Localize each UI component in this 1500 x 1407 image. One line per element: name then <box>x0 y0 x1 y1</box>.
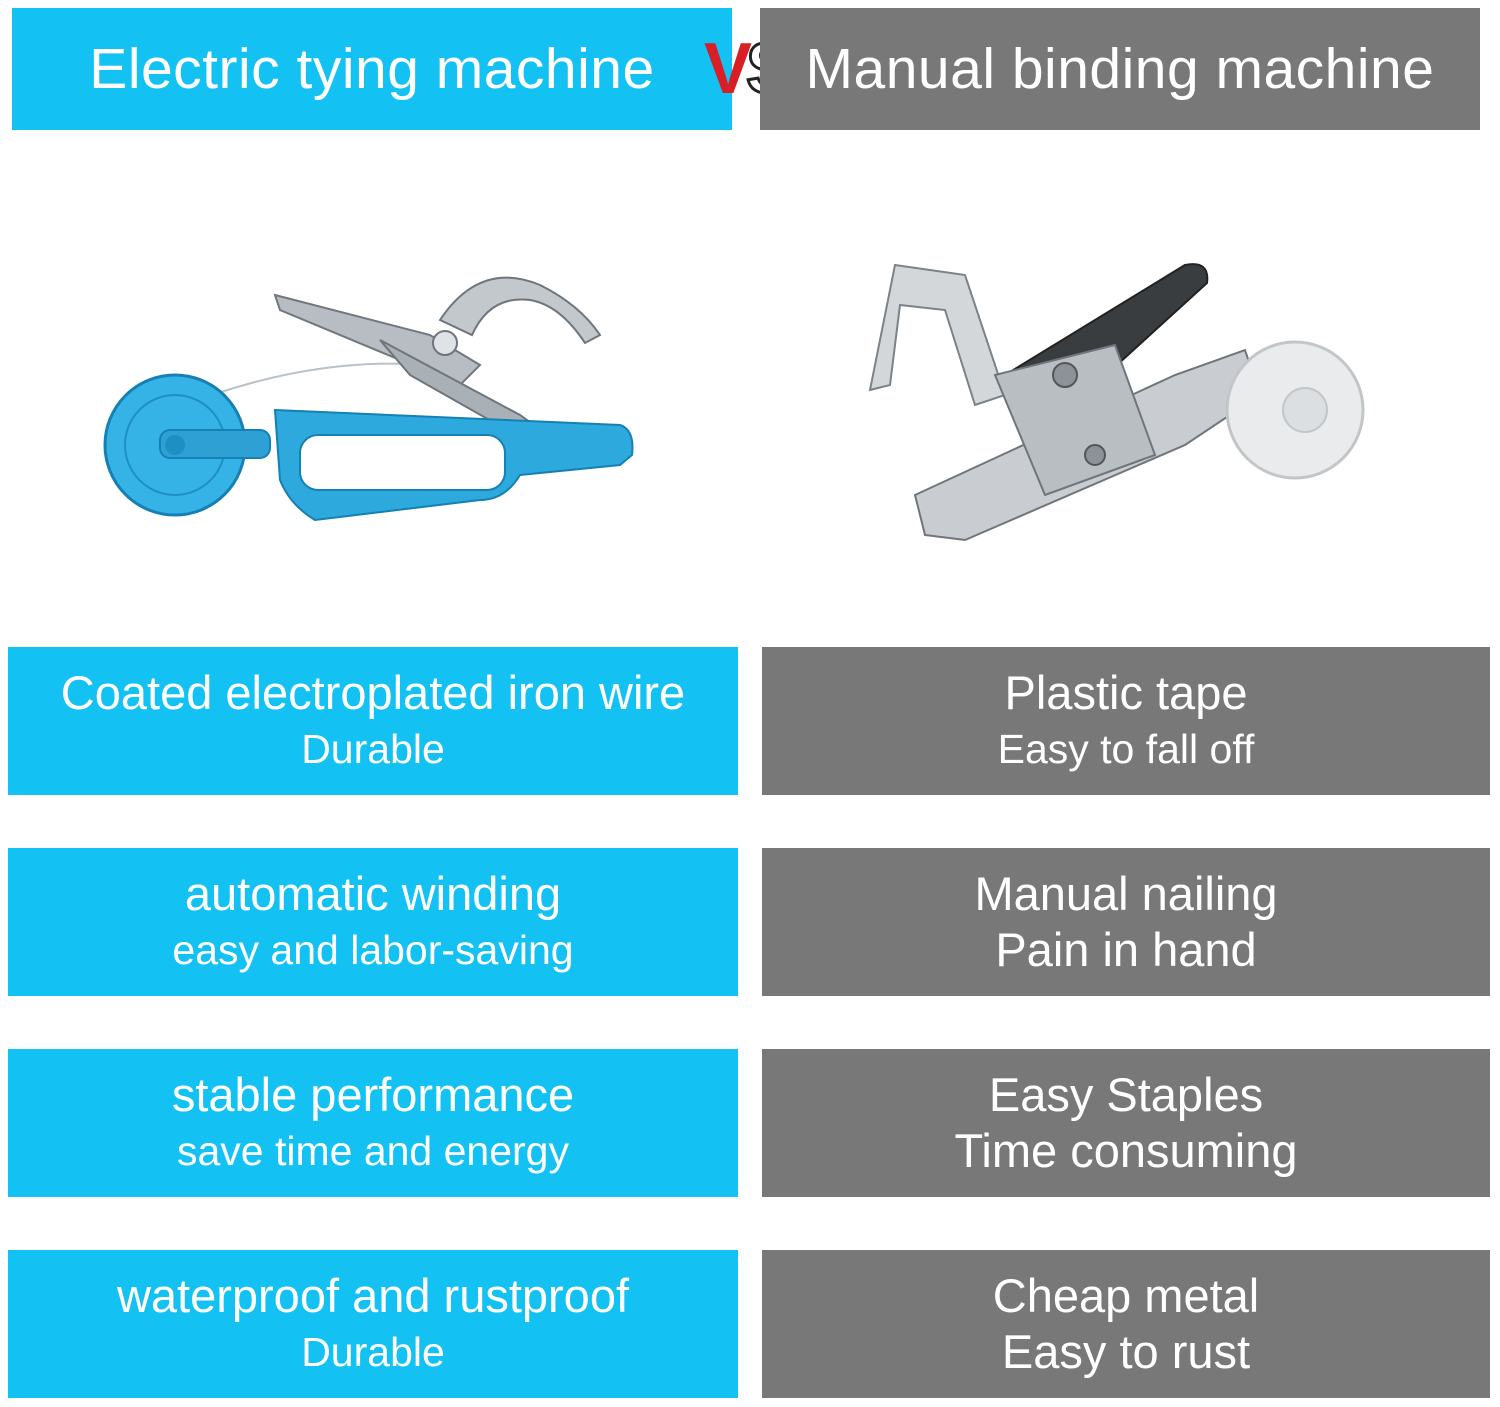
electric-header: Electric tying machine <box>12 8 732 130</box>
electric-row-4-line1: waterproof and rustproof <box>116 1269 630 1322</box>
electric-row-3-line2: save time and energy <box>176 1128 569 1174</box>
manual-tapener-tool-icon <box>868 263 1365 542</box>
manual-row-3-line2: Time consuming <box>954 1124 1298 1177</box>
manual-row-2-line2: Pain in hand <box>995 923 1257 976</box>
electric-tying-tool-icon <box>103 276 634 522</box>
manual-header: Manual binding machine <box>760 8 1480 130</box>
electric-row-2-line1: automatic winding <box>184 867 562 920</box>
manual-row-3: Easy Staples Time consuming <box>762 1049 1490 1197</box>
manual-row-4-line1: Cheap metal <box>992 1269 1260 1322</box>
electric-row-2-line2: easy and labor-saving <box>172 927 574 973</box>
electric-row-4: waterproof and rustproof Durable <box>8 1250 738 1398</box>
electric-row-1: Coated electroplated iron wire Durable <box>8 647 738 795</box>
manual-row-1-line2: Easy to fall off <box>997 726 1255 772</box>
electric-row-1-line1: Coated electroplated iron wire <box>60 666 686 719</box>
electric-row-4-line2: Durable <box>301 1329 445 1375</box>
manual-row-2-line1: Manual nailing <box>974 867 1278 920</box>
manual-row-4: Cheap metal Easy to rust <box>762 1250 1490 1398</box>
manual-row-1: Plastic tape Easy to fall off <box>762 647 1490 795</box>
manual-row-3-line1: Easy Staples <box>988 1068 1264 1121</box>
manual-row-2: Manual nailing Pain in hand <box>762 848 1490 996</box>
electric-header-title: Electric tying machine <box>89 37 655 101</box>
vs-v: V <box>704 29 753 109</box>
electric-row-3-line1: stable performance <box>171 1068 575 1121</box>
manual-row-4-line2: Easy to rust <box>1001 1325 1251 1378</box>
electric-row-1-line2: Durable <box>301 726 445 772</box>
manual-row-1-line1: Plastic tape <box>1004 666 1248 719</box>
electric-row-2: automatic winding easy and labor-saving <box>8 848 738 996</box>
electric-row-3: stable performance save time and energy <box>8 1049 738 1197</box>
manual-header-title: Manual binding machine <box>805 37 1435 101</box>
